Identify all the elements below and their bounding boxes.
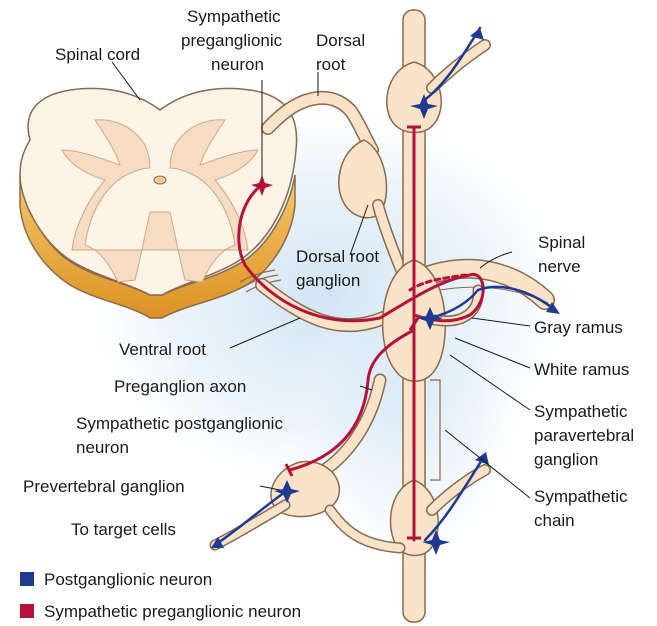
label-gray-ramus: Gray ramus [534,318,623,337]
label-preganglion-axon: Preganglion axon [114,377,246,396]
label-chain-1: Sympathetic [534,487,628,506]
legend-label-postganglionic: Postganglionic neuron [44,570,212,589]
label-postgang-1: Sympathetic postganglionic [76,414,283,433]
label-drg-2: ganglion [296,271,360,290]
label-sym-pregang-3: neuron [211,55,264,74]
label-chain-2: chain [534,511,575,530]
central-canal [154,176,166,184]
label-drg-1: Dorsal root [296,247,379,266]
label-postgang-2: neuron [76,438,129,457]
upper-ganglion [387,62,441,133]
label-para-3: ganglion [534,450,598,469]
label-dorsal-root-2: root [316,55,346,74]
legend-label-preganglionic: Sympathetic preganglionic neuron [44,602,301,621]
label-spinal-cord: Spinal cord [55,45,140,64]
legend: Postganglionic neuron Sympathetic pregan… [20,570,301,621]
arrow-upper [470,28,484,40]
label-ventral-root: Ventral root [119,340,206,359]
label-spinal-nerve-1: Spinal [538,233,585,252]
label-dorsal-root-1: Dorsal [316,31,365,50]
legend-swatch-preganglionic [20,604,34,618]
label-sym-pregang-2: preganglionic [181,31,283,50]
label-to-target-cells: To target cells [71,520,176,539]
label-white-ramus: White ramus [534,360,629,379]
label-para-2: paravertebral [534,426,634,445]
label-sym-pregang-1: Sympathetic [187,7,281,26]
legend-swatch-postganglionic [20,572,34,586]
label-prevertebral-ganglion: Prevertebral ganglion [23,477,185,496]
label-para-1: Sympathetic [534,402,628,421]
label-spinal-nerve-2: nerve [538,257,581,276]
